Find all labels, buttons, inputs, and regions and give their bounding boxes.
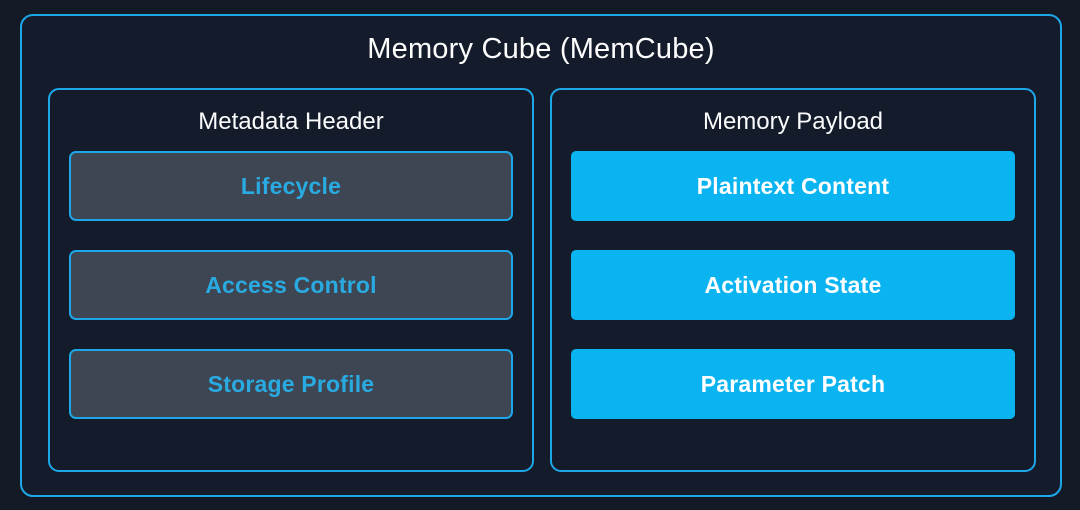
item-activation-state[interactable]: Activation State [571,250,1015,320]
page-title: Memory Cube (MemCube) [367,33,715,65]
item-lifecycle[interactable]: Lifecycle [69,151,513,221]
item-label: Access Control [205,271,377,298]
panels-row: Metadata Header Lifecycle Access Control… [48,88,1036,472]
panel-memory-payload: Memory Payload Plaintext Content Activat… [550,88,1036,472]
item-label: Storage Profile [207,370,375,397]
item-access-control[interactable]: Access Control [69,250,513,320]
memcube-container: Memory Cube (MemCube) Metadata Header Li… [20,14,1062,497]
item-label: Parameter Patch [700,370,886,397]
item-label: Plaintext Content [696,172,890,199]
item-parameter-patch[interactable]: Parameter Patch [571,349,1015,419]
item-storage-profile[interactable]: Storage Profile [69,349,513,419]
panel-items-memory-payload: Plaintext Content Activation State Param… [571,151,1015,419]
panel-metadata-header: Metadata Header Lifecycle Access Control… [48,88,534,472]
item-label: Lifecycle [240,172,342,199]
panel-title-memory-payload: Memory Payload [702,108,884,135]
panel-title-metadata-header: Metadata Header [198,108,384,135]
panel-items-metadata-header: Lifecycle Access Control Storage Profile [69,151,513,419]
item-label: Activation State [704,271,882,298]
item-plaintext-content[interactable]: Plaintext Content [571,151,1015,221]
